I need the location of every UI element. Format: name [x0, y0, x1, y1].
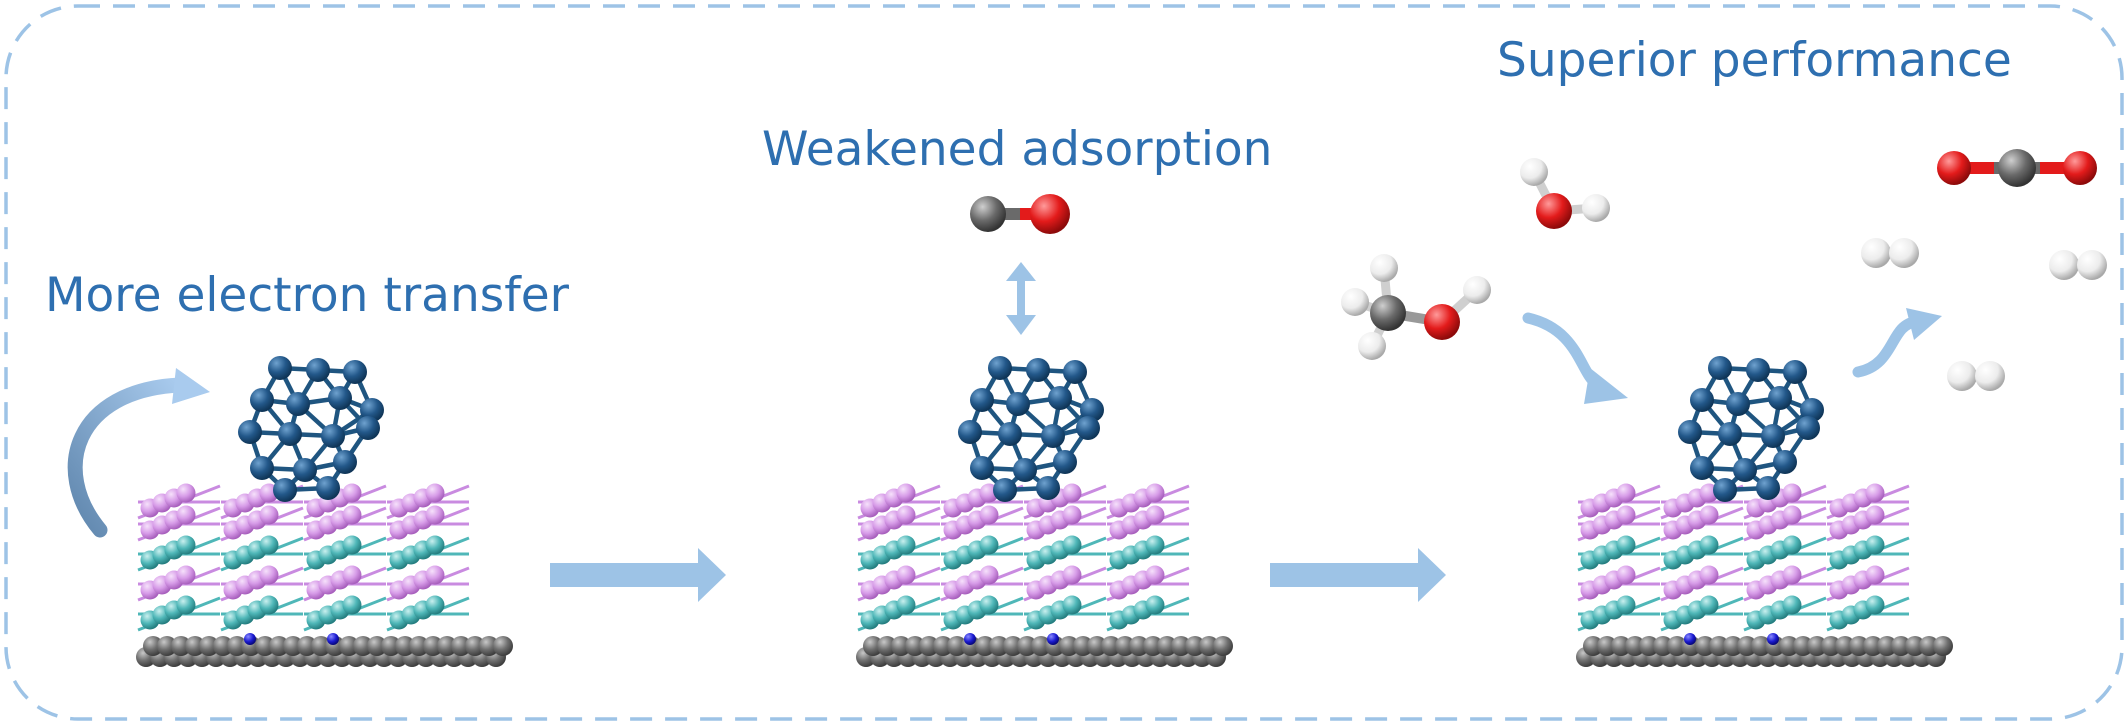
metal-cluster — [238, 356, 384, 502]
layered-lattice — [137, 483, 470, 632]
label-superior-performance: Superior performance — [1497, 33, 2012, 88]
water-molecule-icon — [1520, 158, 1610, 229]
label-weakened-adsorption: Weakened adsorption — [762, 122, 1273, 177]
carbon-substrate — [856, 633, 1233, 667]
label-more-electron-transfer: More electron transfer — [45, 268, 569, 323]
catalyst-model-3 — [1576, 356, 1953, 667]
metal-cluster — [958, 356, 1104, 502]
curved-arrow-icon — [1522, 312, 1628, 404]
co2-molecule-icon — [1937, 149, 2097, 187]
hydrogen-molecule-icon — [2049, 250, 2107, 280]
layered-lattice — [857, 483, 1190, 632]
carbon-substrate — [1576, 633, 1953, 667]
right-arrow-icon — [550, 548, 726, 602]
dopant-atom — [244, 633, 256, 645]
curved-arrow-icon — [1852, 308, 1942, 378]
catalyst-model-1 — [136, 356, 513, 667]
double-arrow-icon — [1006, 262, 1036, 335]
co-molecule-icon — [970, 194, 1070, 234]
metal-cluster — [1678, 356, 1824, 502]
hydrogen-molecule-icon — [1861, 238, 1919, 268]
right-arrow-icon — [1270, 548, 1446, 602]
methanol-molecule-icon — [1341, 254, 1491, 360]
layered-lattice — [1577, 483, 1910, 632]
dopant-atom — [1684, 633, 1696, 645]
carbon-substrate — [136, 633, 513, 667]
hydrogen-molecule-icon — [1947, 361, 2005, 391]
dashed-border — [4, 4, 2124, 721]
catalyst-model-2 — [856, 356, 1233, 667]
dopant-atom — [1767, 633, 1779, 645]
dopant-atom — [964, 633, 976, 645]
dopant-atom — [327, 633, 339, 645]
curved-arrow-icon — [67, 368, 210, 538]
dopant-atom — [1047, 633, 1059, 645]
